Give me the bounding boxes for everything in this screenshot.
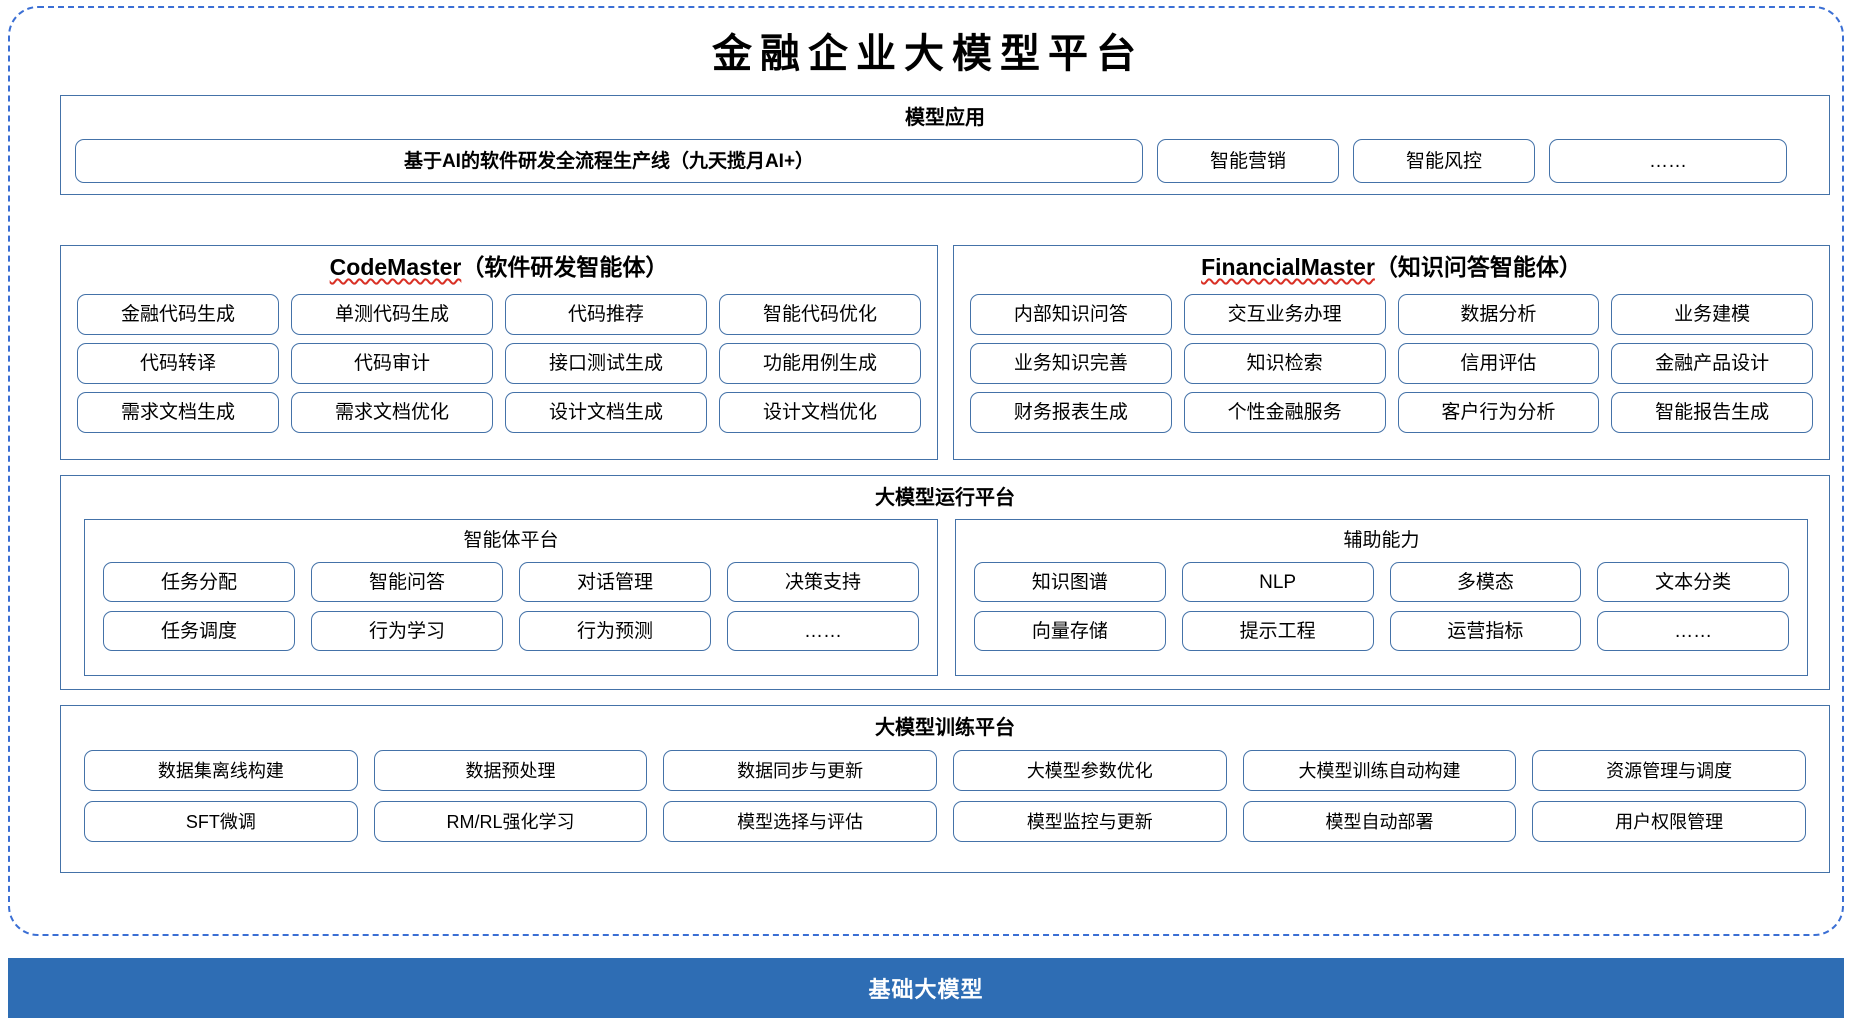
app-item-smart-risk-control[interactable]: 智能风控 <box>1353 139 1535 183</box>
financialmaster-title: FinancialMaster（知识问答智能体） <box>954 254 1829 280</box>
agent-platform-chip[interactable]: 行为学习 <box>311 611 503 651</box>
agent-platform-chip-more[interactable]: …… <box>727 611 919 651</box>
codemaster-name: CodeMaster <box>329 254 462 280</box>
codemaster-capability-grid: 金融代码生成 单测代码生成 代码推荐 智能代码优化 代码转译 代码审计 接口测试… <box>77 294 921 433</box>
financialmaster-chip[interactable]: 业务知识完善 <box>970 343 1172 384</box>
codemaster-chip[interactable]: 代码审计 <box>291 343 493 384</box>
app-item-smart-marketing[interactable]: 智能营销 <box>1157 139 1339 183</box>
training-platform-grid: 数据集离线构建 数据预处理 数据同步与更新 大模型参数优化 大模型训练自动构建 … <box>84 750 1806 842</box>
model-application-item-row: 基于AI的软件研发全流程生产线（九天揽月AI+） 智能营销 智能风控 …… <box>75 139 1817 183</box>
base-model-label: 基础大模型 <box>868 977 984 1002</box>
codemaster-chip[interactable]: 代码转译 <box>77 343 279 384</box>
training-chip[interactable]: 大模型参数优化 <box>952 750 1227 791</box>
agent-platform-chip[interactable]: 行为预测 <box>519 611 711 651</box>
section-model-application: 模型应用 基于AI的软件研发全流程生产线（九天揽月AI+） 智能营销 智能风控 … <box>60 95 1830 195</box>
training-chip[interactable]: 模型自动部署 <box>1242 801 1517 842</box>
section-title-model-application: 模型应用 <box>905 107 985 129</box>
training-chip[interactable]: 数据集离线构建 <box>84 750 358 791</box>
financialmaster-name: FinancialMaster <box>1201 254 1375 280</box>
financialmaster-capability-grid: 内部知识问答 交互业务办理 数据分析 业务建模 业务知识完善 知识检索 信用评估… <box>970 294 1813 433</box>
training-chip[interactable]: 大模型训练自动构建 <box>1242 750 1517 791</box>
codemaster-chip[interactable]: 设计文档优化 <box>719 392 921 433</box>
codemaster-chip[interactable]: 单测代码生成 <box>291 294 493 335</box>
codemaster-chip[interactable]: 代码推荐 <box>505 294 707 335</box>
section-codemaster-agent: CodeMaster（软件研发智能体） 金融代码生成 单测代码生成 代码推荐 智… <box>60 245 938 460</box>
section-title-runtime-platform: 大模型运行平台 <box>875 487 1015 509</box>
auxiliary-chip[interactable]: 多模态 <box>1389 562 1582 602</box>
agent-platform-grid: 任务分配 智能问答 对话管理 决策支持 任务调度 行为学习 行为预测 …… <box>103 562 919 651</box>
auxiliary-chip[interactable]: NLP <box>1181 562 1374 602</box>
app-item-more[interactable]: …… <box>1549 139 1787 183</box>
financialmaster-chip[interactable]: 内部知识问答 <box>970 294 1172 335</box>
training-chip[interactable]: 用户权限管理 <box>1532 801 1806 842</box>
financialmaster-chip[interactable]: 客户行为分析 <box>1397 392 1600 433</box>
subsection-auxiliary-capability: 辅助能力 知识图谱 NLP 多模态 文本分类 向量存储 提示工程 运营指标 …… <box>955 519 1808 676</box>
subsection-agent-platform: 智能体平台 任务分配 智能问答 对话管理 决策支持 任务调度 行为学习 行为预测… <box>84 519 938 676</box>
auxiliary-chip[interactable]: 提示工程 <box>1181 611 1374 651</box>
financialmaster-chip[interactable]: 金融产品设计 <box>1611 343 1813 384</box>
codemaster-chip[interactable]: 金融代码生成 <box>77 294 279 335</box>
financialmaster-suffix: （知识问答智能体） <box>1374 254 1582 280</box>
codemaster-chip[interactable]: 设计文档生成 <box>505 392 707 433</box>
codemaster-chip[interactable]: 功能用例生成 <box>719 343 921 384</box>
agent-platform-chip[interactable]: 任务调度 <box>103 611 295 651</box>
app-item-ai-pipeline[interactable]: 基于AI的软件研发全流程生产线（九天揽月AI+） <box>75 139 1143 183</box>
codemaster-title: CodeMaster（软件研发智能体） <box>61 254 937 280</box>
codemaster-suffix: （软件研发智能体） <box>461 254 669 280</box>
auxiliary-capability-grid: 知识图谱 NLP 多模态 文本分类 向量存储 提示工程 运营指标 …… <box>974 562 1789 651</box>
financialmaster-chip[interactable]: 知识检索 <box>1183 343 1386 384</box>
codemaster-chip[interactable]: 需求文档优化 <box>291 392 493 433</box>
auxiliary-chip[interactable]: 知识图谱 <box>974 562 1166 602</box>
financialmaster-chip[interactable]: 个性金融服务 <box>1183 392 1386 433</box>
codemaster-chip[interactable]: 需求文档生成 <box>77 392 279 433</box>
diagram-outer-frame <box>8 6 1844 936</box>
agent-platform-chip[interactable]: 任务分配 <box>103 562 295 602</box>
agent-platform-chip[interactable]: 智能问答 <box>311 562 503 602</box>
subsection-title-auxiliary-capability: 辅助能力 <box>1343 530 1420 551</box>
subsection-title-agent-platform: 智能体平台 <box>463 530 559 551</box>
auxiliary-chip[interactable]: 运营指标 <box>1389 611 1582 651</box>
financialmaster-chip[interactable]: 数据分析 <box>1397 294 1600 335</box>
financialmaster-chip[interactable]: 信用评估 <box>1397 343 1600 384</box>
codemaster-chip[interactable]: 智能代码优化 <box>719 294 921 335</box>
auxiliary-chip-more[interactable]: …… <box>1597 611 1789 651</box>
auxiliary-chip[interactable]: 文本分类 <box>1597 562 1789 602</box>
section-title-training-platform: 大模型训练平台 <box>875 717 1015 739</box>
training-chip[interactable]: 资源管理与调度 <box>1532 750 1806 791</box>
financialmaster-chip[interactable]: 智能报告生成 <box>1611 392 1813 433</box>
agent-platform-chip[interactable]: 决策支持 <box>727 562 919 602</box>
training-chip[interactable]: 数据预处理 <box>373 750 648 791</box>
page-title: 金融企业大模型平台 <box>712 31 1144 76</box>
financialmaster-chip[interactable]: 财务报表生成 <box>970 392 1172 433</box>
training-chip[interactable]: RM/RL强化学习 <box>373 801 648 842</box>
training-chip[interactable]: 数据同步与更新 <box>663 750 937 791</box>
training-chip[interactable]: SFT微调 <box>84 801 358 842</box>
section-financialmaster-agent: FinancialMaster（知识问答智能体） 内部知识问答 交互业务办理 数… <box>953 245 1830 460</box>
training-chip[interactable]: 模型监控与更新 <box>952 801 1227 842</box>
agent-platform-chip[interactable]: 对话管理 <box>519 562 711 602</box>
base-model-bar: 基础大模型 <box>8 958 1844 1018</box>
section-training-platform: 大模型训练平台 数据集离线构建 数据预处理 数据同步与更新 大模型参数优化 大模… <box>60 705 1830 873</box>
training-chip[interactable]: 模型选择与评估 <box>663 801 937 842</box>
financialmaster-chip[interactable]: 业务建模 <box>1611 294 1813 335</box>
financialmaster-chip[interactable]: 交互业务办理 <box>1183 294 1386 335</box>
section-runtime-platform: 大模型运行平台 智能体平台 任务分配 智能问答 对话管理 决策支持 任务调度 行… <box>60 475 1830 690</box>
auxiliary-chip[interactable]: 向量存储 <box>974 611 1166 651</box>
codemaster-chip[interactable]: 接口测试生成 <box>505 343 707 384</box>
